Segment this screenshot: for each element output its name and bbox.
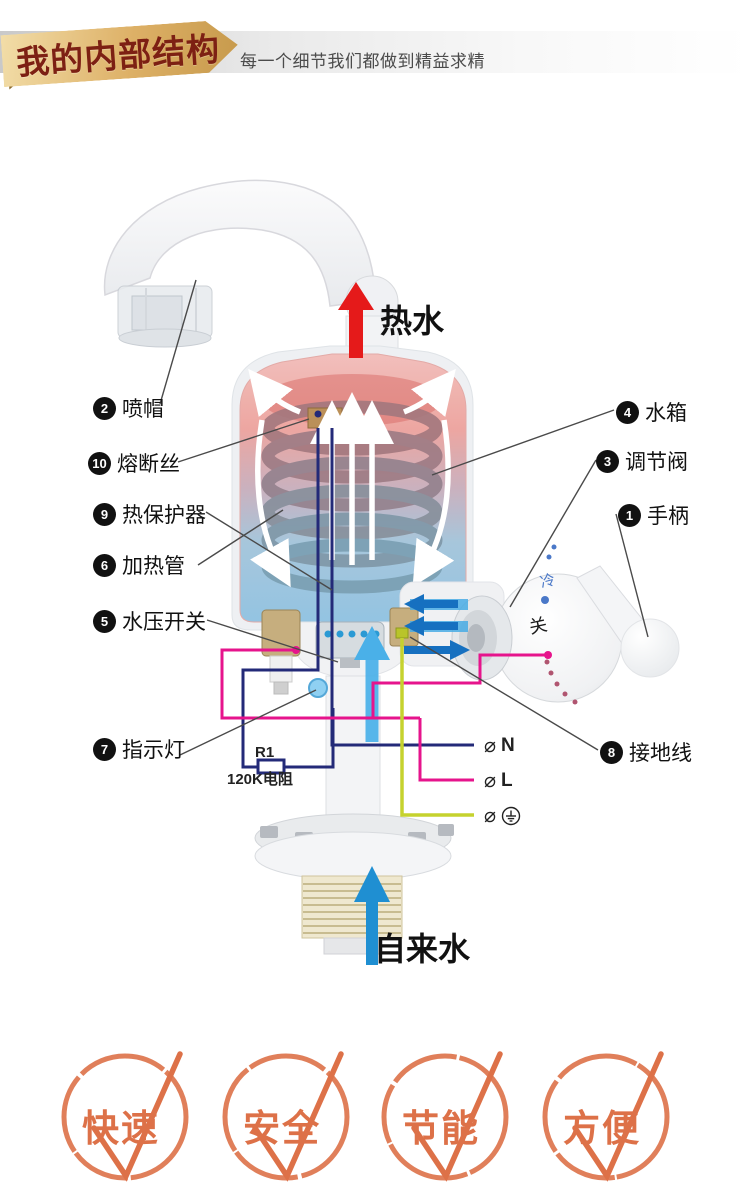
part-number-badge: 2 (93, 396, 116, 420)
part-number-badge: 8 (600, 740, 623, 764)
part-label-water-tank: 4 水箱 (616, 397, 687, 427)
part-label-ground-wire: 8 接地线 (600, 737, 692, 767)
part-label-thermal-protector: 9 热保护器 (93, 499, 206, 529)
part-label-handle: 1 手柄 (618, 500, 689, 530)
threaded-inlet (301, 875, 403, 955)
cold-water-pipes (354, 594, 470, 742)
hot-water-label: 热水 (380, 303, 445, 339)
leader-lines (159, 279, 649, 756)
part-number-badge: 5 (93, 609, 116, 633)
neutral-wires (241, 428, 474, 775)
terminal-live: ⌀ L (484, 769, 513, 793)
stamp-convenient: 方便 (537, 1040, 677, 1189)
section-subtitle: 每一个细节我们都做到精益求精 (240, 52, 485, 71)
stamp-check-icon (222, 1051, 350, 1182)
indicator-led (308, 678, 328, 698)
part-number-badge: 9 (93, 502, 116, 526)
live-wires (220, 646, 552, 782)
part-label-indicator-light: 7 指示灯 (93, 734, 185, 764)
part-number-badge: 4 (616, 400, 639, 424)
part-label-regulating-valve: 3 调节阀 (596, 446, 688, 476)
terminal-neutral: ⌀ N (484, 734, 515, 758)
part-label-spray-cap: 2 喷帽 (93, 393, 164, 423)
fuse (307, 407, 343, 429)
part-label-heating-tube: 6 加热管 (93, 550, 185, 580)
stamp-fast: 快速 (56, 1040, 196, 1189)
stamp-check-icon (542, 1051, 670, 1182)
handle (576, 565, 680, 678)
hot-water-arrow (338, 282, 374, 358)
part-number-badge: 3 (596, 449, 619, 473)
earth-ground-icon (501, 806, 521, 825)
spray-cap-aerator (117, 285, 213, 348)
part-label-fuse: 10 熔断丝 (88, 448, 180, 478)
part-number-badge: 7 (93, 737, 116, 761)
terminal-earth: ⌀ (484, 803, 521, 828)
valve-dial-dots (541, 544, 578, 705)
section-banner: 我的内部结构 (0, 19, 239, 87)
part-label-pressure-switch: 5 水压开关 (93, 606, 206, 636)
water-tank (231, 282, 474, 631)
resistor-designator: R1 (255, 744, 275, 761)
regulating-valve (399, 544, 680, 705)
faucet-cutaway-illustration (103, 179, 680, 965)
stamp-check-icon (61, 1051, 189, 1182)
earth-wire (400, 638, 474, 817)
part-number-badge: 10 (88, 451, 111, 475)
heating-element-terminal (261, 609, 301, 695)
resistor-value: 120K电阻 (227, 771, 293, 788)
stamp-energy-saving: 节能 (376, 1040, 516, 1189)
part-number-badge: 6 (93, 553, 116, 577)
stamp-safe: 安全 (217, 1040, 357, 1189)
tap-water-label: 自来水 (374, 931, 471, 967)
stamp-check-icon (381, 1051, 509, 1182)
tap-water-arrow (354, 866, 390, 965)
part-number-badge: 1 (618, 503, 641, 527)
